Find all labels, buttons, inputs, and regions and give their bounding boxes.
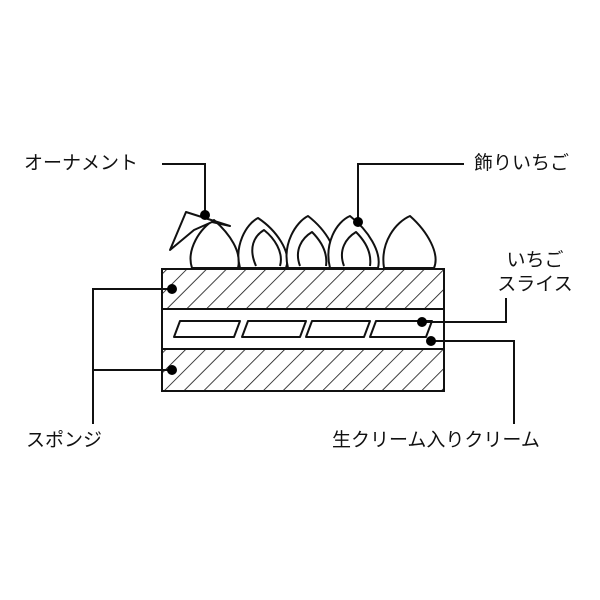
ornament-label: オーナメント — [24, 152, 139, 174]
strawberry-slice — [173, 320, 241, 338]
strawberry-inner-2 — [251, 229, 282, 267]
strawberry-5 — [382, 215, 437, 269]
sponge-leader-line — [92, 288, 172, 424]
sponge-bottom-dot — [167, 365, 177, 375]
strawberry-inner-3 — [296, 231, 328, 267]
sponge-label: スポンジ — [26, 429, 103, 451]
decoration-strawberries — [189, 215, 437, 269]
slice-dot — [417, 317, 427, 327]
strawberry-slice-label: いちご スライス — [480, 248, 590, 296]
sponge-top-dot — [167, 284, 177, 294]
strawberry-leader-line — [357, 163, 464, 222]
cream-layer-label: 生クリーム入りクリーム — [332, 429, 540, 451]
strawberry-slice — [241, 320, 307, 338]
strawberry-slice-label-line2: スライス — [497, 273, 573, 295]
ornament-shape — [169, 211, 231, 251]
strawberry-dot — [353, 217, 363, 227]
ornament-leader-line — [162, 163, 206, 215]
slice-leader-line — [422, 298, 507, 323]
strawberry-slice — [305, 320, 371, 338]
sponge-bottom-layer — [161, 348, 445, 392]
strawberry-slice-label-line1: いちご — [506, 249, 564, 271]
ornament-dot — [200, 210, 210, 220]
strawberry-inner-4 — [340, 231, 372, 267]
sponge-top-layer — [161, 268, 445, 310]
decoration-strawberry-label: 飾りいちご — [474, 152, 570, 174]
strawberry-slices — [173, 320, 433, 338]
strawberry-slice — [369, 320, 433, 338]
cream-dot — [426, 336, 436, 346]
cream-leader-line — [431, 340, 515, 424]
